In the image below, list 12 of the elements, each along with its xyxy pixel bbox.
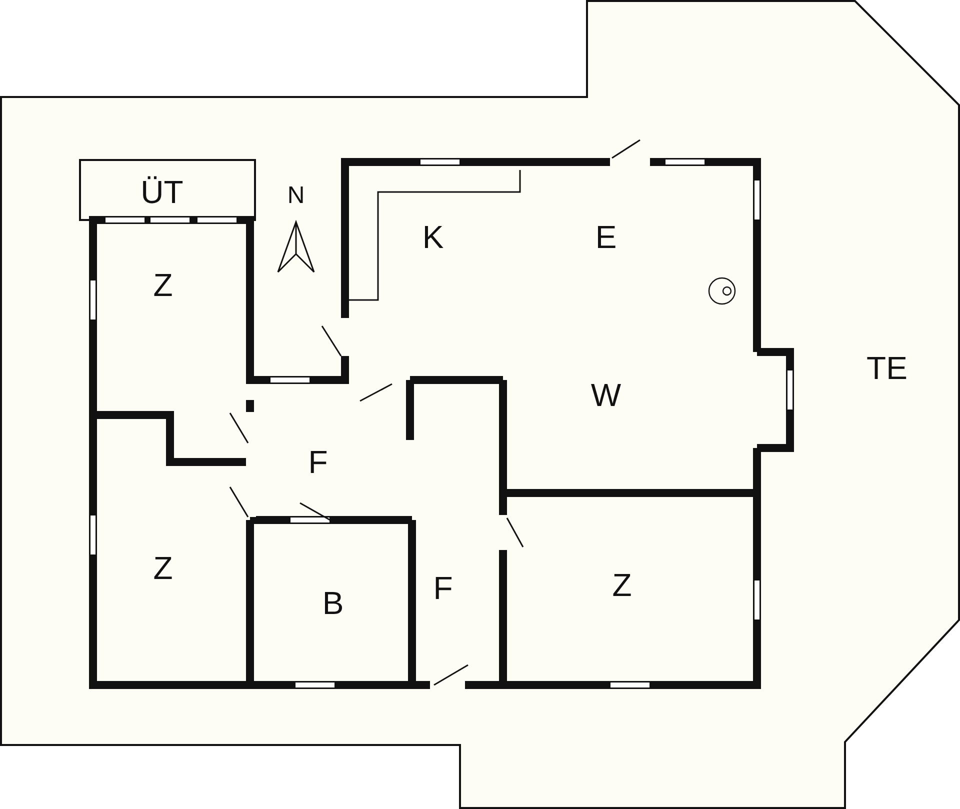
room-label: Z: [612, 569, 632, 601]
room-label: F: [308, 446, 328, 478]
room-label: TE: [866, 352, 908, 384]
room-label: Z: [153, 552, 173, 584]
room-label: E: [595, 221, 617, 253]
room-label: W: [590, 379, 622, 411]
room-label: F: [433, 572, 453, 604]
room-label: K: [422, 221, 444, 253]
room-label: ÜT: [140, 176, 184, 208]
room-label: B: [322, 587, 344, 619]
compass-label: N: [287, 184, 305, 208]
room-label: Z: [153, 269, 173, 301]
